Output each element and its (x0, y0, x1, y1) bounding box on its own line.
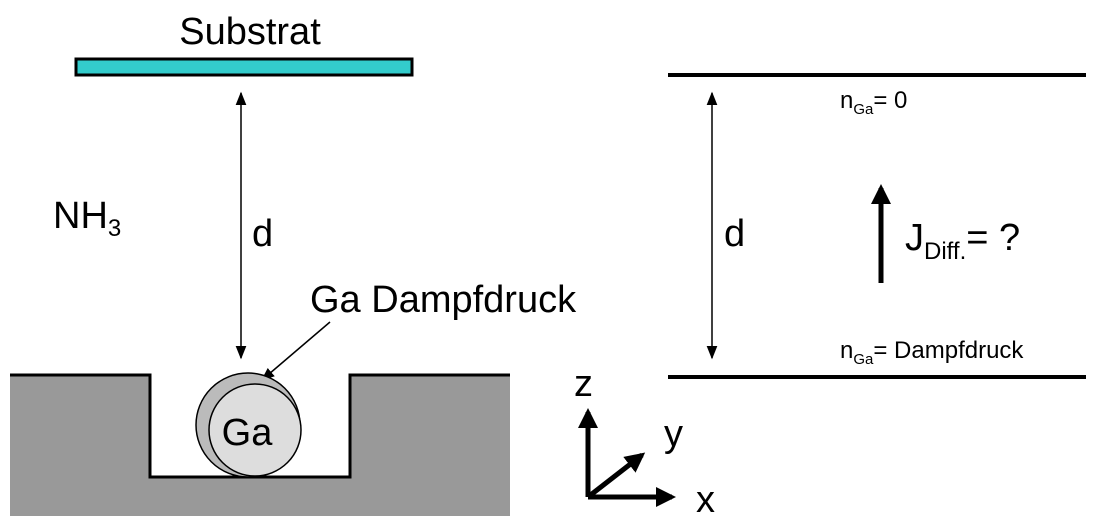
substrate (74, 57, 414, 77)
distance-label-left: d (252, 213, 273, 255)
z-axis-label: z (574, 363, 593, 405)
ga-droplet (208, 383, 302, 477)
distance-label-right: d (724, 213, 745, 255)
top-condition: nGa= 0 (840, 87, 907, 118)
substrate-label: Substrat (179, 11, 321, 53)
y-axis-arrow (586, 452, 646, 499)
bottom-condition: nGa= Dampfdruck (840, 337, 1024, 368)
x-axis-label: x (696, 479, 715, 516)
ga-label: Ga (222, 412, 274, 454)
vapor-pointer-arrow (260, 321, 331, 381)
vapor-pressure-label: Ga Dampfdruck (310, 279, 577, 321)
diffusion-flux-label: JDiff.= ? (905, 217, 1020, 265)
y-axis-label: y (664, 413, 683, 455)
gas-label: NH3 (53, 195, 121, 242)
crucible (10, 375, 510, 516)
